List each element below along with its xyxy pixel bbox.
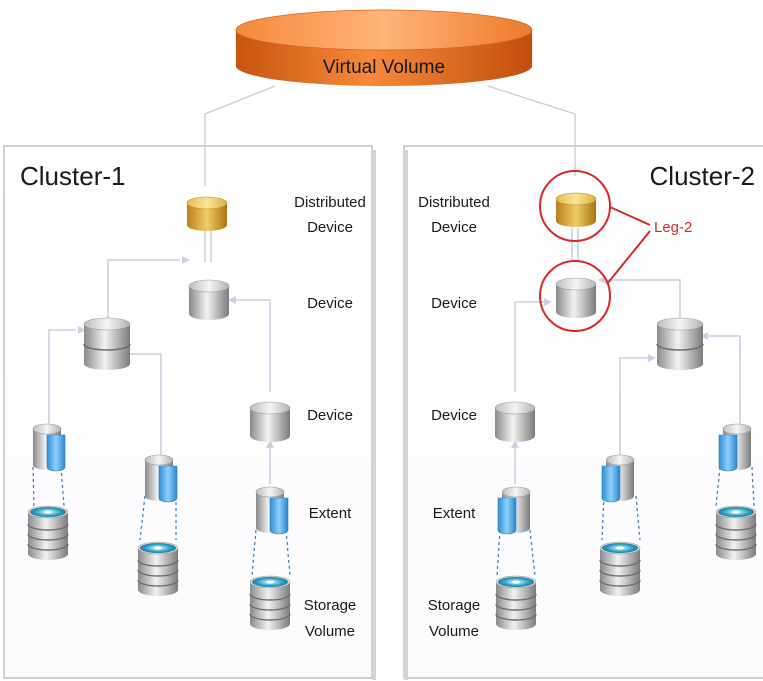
cluster-1-title: Cluster-1 (20, 161, 125, 191)
cluster-2-distributed-device-label-line2: Device (431, 219, 477, 236)
cluster-2-storage-volume-label-line1: Storage (428, 597, 481, 614)
cluster-2-top-device-icon (555, 277, 597, 319)
cluster-2-raid-device-icon (656, 317, 704, 371)
leg-2-pointer-lower (606, 230, 651, 285)
virtual-volume-cylinder: Virtual Volume (235, 9, 533, 86)
cluster-2-storage-volume-icon-c (715, 505, 757, 561)
cluster-1-distributed-device-label-line1: Distributed (294, 194, 366, 211)
leg-2-circle-device (539, 260, 611, 332)
cluster-1-panel-shadow (372, 150, 376, 680)
cluster-2-panel-shadow (404, 150, 408, 680)
leg-2-circle-distributed-device (539, 170, 611, 242)
virtual-volume-connectors (204, 85, 576, 186)
cluster-2-extent-icon-a (497, 486, 531, 535)
cluster-1-device-label-top: Device (307, 295, 353, 312)
cluster-1-top-device-icon (188, 279, 230, 321)
cluster-2-device-icon (494, 401, 536, 443)
cluster-1-connectors (48, 228, 271, 484)
cluster-2-extent-icon-c (718, 423, 752, 472)
cluster-1-storage-volume-icon-b (137, 541, 179, 597)
cluster-2-title: Cluster-2 (650, 161, 755, 191)
cluster-1-storage-volume-label-line1: Storage (304, 597, 357, 614)
leg-2-highlight (539, 170, 651, 332)
virtual-volume-label: Virtual Volume (323, 57, 445, 78)
cluster-1-extent-label: Extent (309, 505, 352, 522)
cluster-2-dotted-lines (496, 466, 755, 577)
cluster-2-device-label: Device (431, 407, 477, 424)
cluster-1-device-label: Device (307, 407, 353, 424)
cluster-1-device-icon (249, 401, 291, 443)
cluster-1-panel (3, 145, 373, 679)
leg-2-label: Leg-2 (654, 219, 692, 236)
cluster-2-storage-volume-icon-b (599, 541, 641, 597)
cluster-1-storage-volume-label-line2: Volume (305, 623, 355, 640)
cluster-2-extent-icon-b (601, 454, 635, 503)
cluster-2-connectors (514, 228, 741, 484)
cluster-1-storage-volume-icon-c (249, 575, 291, 631)
cluster-1-distributed-device-icon (186, 196, 228, 232)
cluster-2-panel (403, 145, 763, 679)
cluster-2-storage-volume-label-line2: Volume (429, 623, 479, 640)
cluster-2-storage-volume-icon-a (495, 575, 537, 631)
cluster-1-extent-icon-a (32, 423, 66, 472)
cluster-1-dotted-lines (32, 466, 291, 577)
cluster-1-raid-device-icon (83, 317, 131, 371)
cluster-2-device-label-top: Device (431, 295, 477, 312)
cluster-1-storage-volume-icon-a (27, 505, 69, 561)
cluster-1-extent-icon-c (255, 486, 289, 535)
leg-2-pointer-upper (609, 206, 651, 226)
cluster-2-distributed-device-label-line1: Distributed (418, 194, 490, 211)
cluster-2-extent-label: Extent (433, 505, 476, 522)
cluster-2-distributed-device-icon (555, 192, 597, 228)
cluster-1-distributed-device-label-line2: Device (307, 219, 353, 236)
cluster-1-extent-icon-b (144, 454, 178, 503)
